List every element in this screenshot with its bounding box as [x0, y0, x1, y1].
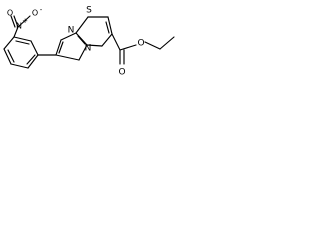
carbonyl-o-label: O	[118, 68, 125, 78]
bond-core-1	[55, 39, 62, 56]
bond-thiazole-4	[101, 33, 113, 47]
bond-core-3	[75, 32, 88, 46]
nitro-o-top-charge: -	[40, 6, 43, 14]
bond-nitro-o-bottom-1	[10, 15, 16, 28]
bond-aryl-3	[10, 63, 29, 69]
nitro-n-label: N	[16, 22, 22, 31]
bond-core-5	[55, 54, 80, 61]
ester-o-label: O	[137, 39, 144, 49]
bond-aryl-2	[3, 48, 12, 65]
bond-nitro-o-top	[17, 15, 31, 28]
nitro-o-bottom-label: O	[7, 9, 13, 18]
structure-svg: N + O - O N N S	[3, 6, 175, 78]
bond-aryl-6	[13, 36, 32, 42]
bond-carbonyl-to-ester-o	[119, 44, 137, 51]
bond-core-double-a	[58, 41, 64, 54]
nitro-group: N + O - O	[7, 6, 43, 38]
bond-core-4	[78, 44, 88, 61]
bond-aryl-double-b	[26, 54, 36, 65]
bond-aryl-double-c	[15, 40, 30, 45]
nitro-o-top-label: O	[32, 9, 38, 18]
bond-aryl-double-a	[7, 49, 15, 63]
bond-aryl-to-nitro	[13, 26, 19, 38]
bond-aryl-5	[30, 40, 39, 56]
bond-aryl-1	[3, 36, 15, 50]
bond-core-double-b	[77, 35, 86, 45]
bond-ester-o-to-ch2	[144, 41, 161, 50]
bond-ring-to-carbonyl	[111, 33, 121, 51]
bridge-n-label: N	[85, 44, 92, 54]
nitro-n-charge: +	[22, 17, 28, 25]
ethyl-ester-group: O O	[111, 33, 175, 78]
bond-ch2-to-ch3	[159, 36, 175, 50]
thiazole-s-label: S	[86, 6, 92, 16]
bond-thiazole-1	[75, 16, 89, 34]
bond-thiazole-double	[105, 21, 110, 34]
bond-thiazole-3	[107, 16, 113, 35]
bond-aryl-4	[27, 54, 39, 69]
bond-core-2	[60, 32, 77, 41]
imidazothiazole-core: N N S	[37, 6, 113, 61]
bond-nitro-o-bottom-2	[13, 15, 19, 28]
nitrophenyl-ring	[3, 36, 39, 69]
imidazole-n-label: N	[68, 26, 75, 36]
bond-thiazole-5	[86, 44, 103, 47]
molecule-structure-diagram: N + O - O N N S	[0, 0, 178, 94]
